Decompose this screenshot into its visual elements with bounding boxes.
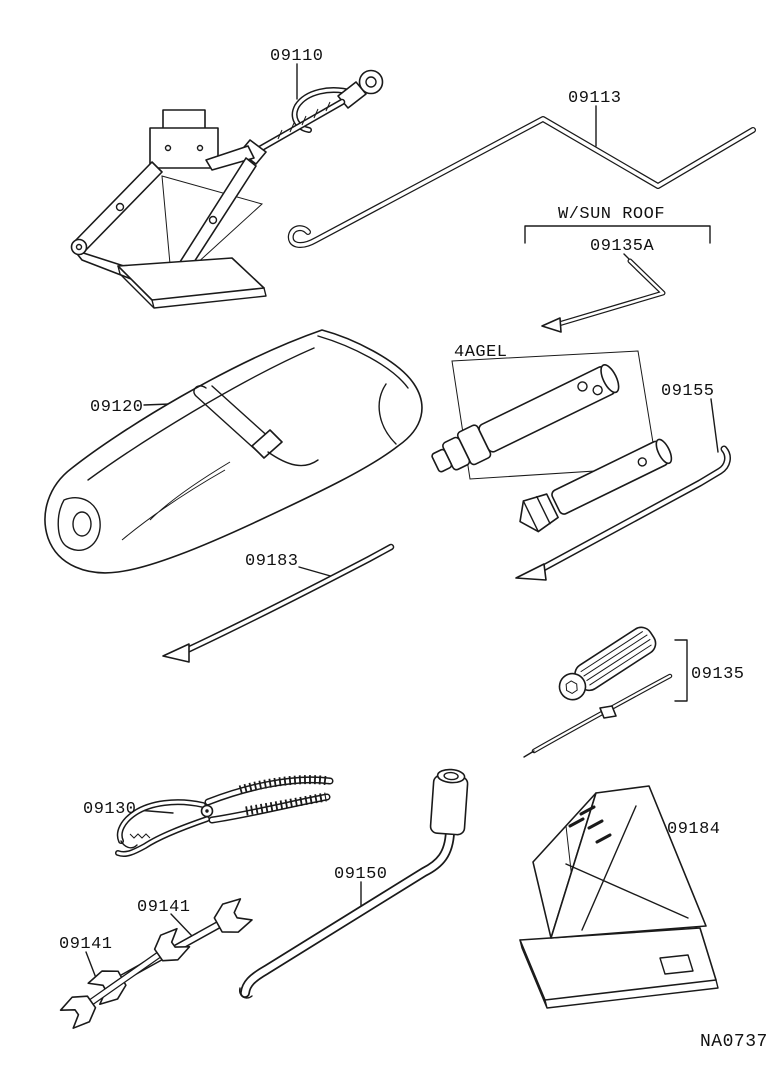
- part-label-hex-bar: 09183: [245, 552, 299, 571]
- sheet-code: NA0737: [700, 1032, 768, 1052]
- pliers-drawing: [115, 775, 334, 858]
- jack-eye-ring: [358, 69, 384, 95]
- sunroof-header-label: W/SUN ROOF: [558, 205, 665, 224]
- part-label-wrench-a: 09141: [137, 898, 191, 917]
- part-label-nut-wrench: 09150: [334, 865, 388, 884]
- wheel-nut-wrench-drawing: [238, 768, 469, 999]
- wrench-socket-head: [429, 768, 469, 836]
- screwdriver-set-drawing: [523, 626, 673, 758]
- bag-strap-buckle: [251, 429, 283, 459]
- part-label-jack: 09110: [270, 47, 324, 66]
- socket-wrench: [519, 438, 673, 533]
- part-label-handle-rod: 09113: [568, 89, 622, 108]
- part-label-pry-bar: 09155: [661, 382, 715, 401]
- screwdriver-handle: [558, 626, 657, 701]
- jack-handle-rod-drawing: [287, 116, 756, 248]
- hex-bar-drawing: [162, 543, 395, 663]
- engine-code-label: 4AGEL: [454, 343, 508, 362]
- plug-socket-set-drawing: [431, 350, 673, 533]
- sunroof-hex-wrench-drawing: [541, 258, 666, 333]
- tool-bag-drawing: [44, 329, 423, 574]
- part-label-screwdriver: 09135: [691, 665, 745, 684]
- plug-wrench-tube: [431, 364, 620, 473]
- part-label-wrench-b: 09141: [59, 935, 113, 954]
- pry-bar-drawing: [515, 445, 731, 581]
- leader-lines: [85, 63, 719, 979]
- part-label-pliers: 09130: [83, 800, 137, 819]
- wheel-chock-drawing: [519, 785, 719, 1009]
- scissor-jack-drawing: [70, 69, 384, 309]
- part-label-chock: 09184: [667, 820, 721, 839]
- part-label-sunroof-hex: 09135A: [590, 237, 655, 256]
- open-end-wrench-lower-drawing: [59, 927, 191, 1029]
- part-label-tool-bag: 09120: [90, 398, 144, 417]
